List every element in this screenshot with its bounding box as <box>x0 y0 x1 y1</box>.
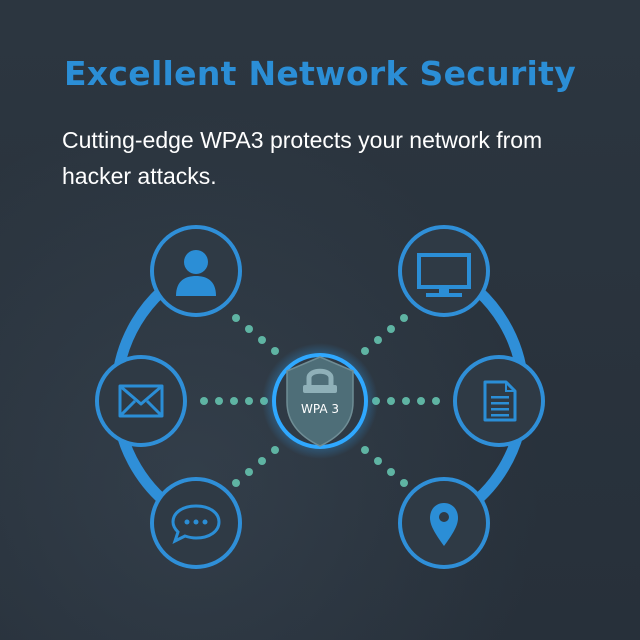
connector-top-right <box>361 314 408 355</box>
monitor-icon <box>417 253 471 297</box>
node-location <box>398 477 490 569</box>
connector-top-left <box>232 314 279 355</box>
chat-bubble-icon <box>171 504 221 544</box>
node-document <box>453 355 545 447</box>
node-chat <box>150 477 242 569</box>
user-icon <box>176 250 216 296</box>
connector-mid-left <box>200 397 268 405</box>
envelope-icon <box>118 384 164 418</box>
node-user <box>150 225 242 317</box>
shield-lock-icon <box>286 356 354 447</box>
connector-bottom-right <box>361 446 408 487</box>
node-monitor <box>398 225 490 317</box>
document-icon <box>483 380 517 422</box>
page-subtitle: Cutting-edge WPA3 protects your network … <box>62 127 543 189</box>
map-pin-icon <box>430 503 458 546</box>
page-title: Excellent Network Security <box>63 54 577 93</box>
wpa3-badge-label: WPA 3 <box>301 402 339 416</box>
connector-mid-right <box>372 397 440 405</box>
connector-bottom-left <box>232 446 279 487</box>
node-envelope <box>95 355 187 447</box>
